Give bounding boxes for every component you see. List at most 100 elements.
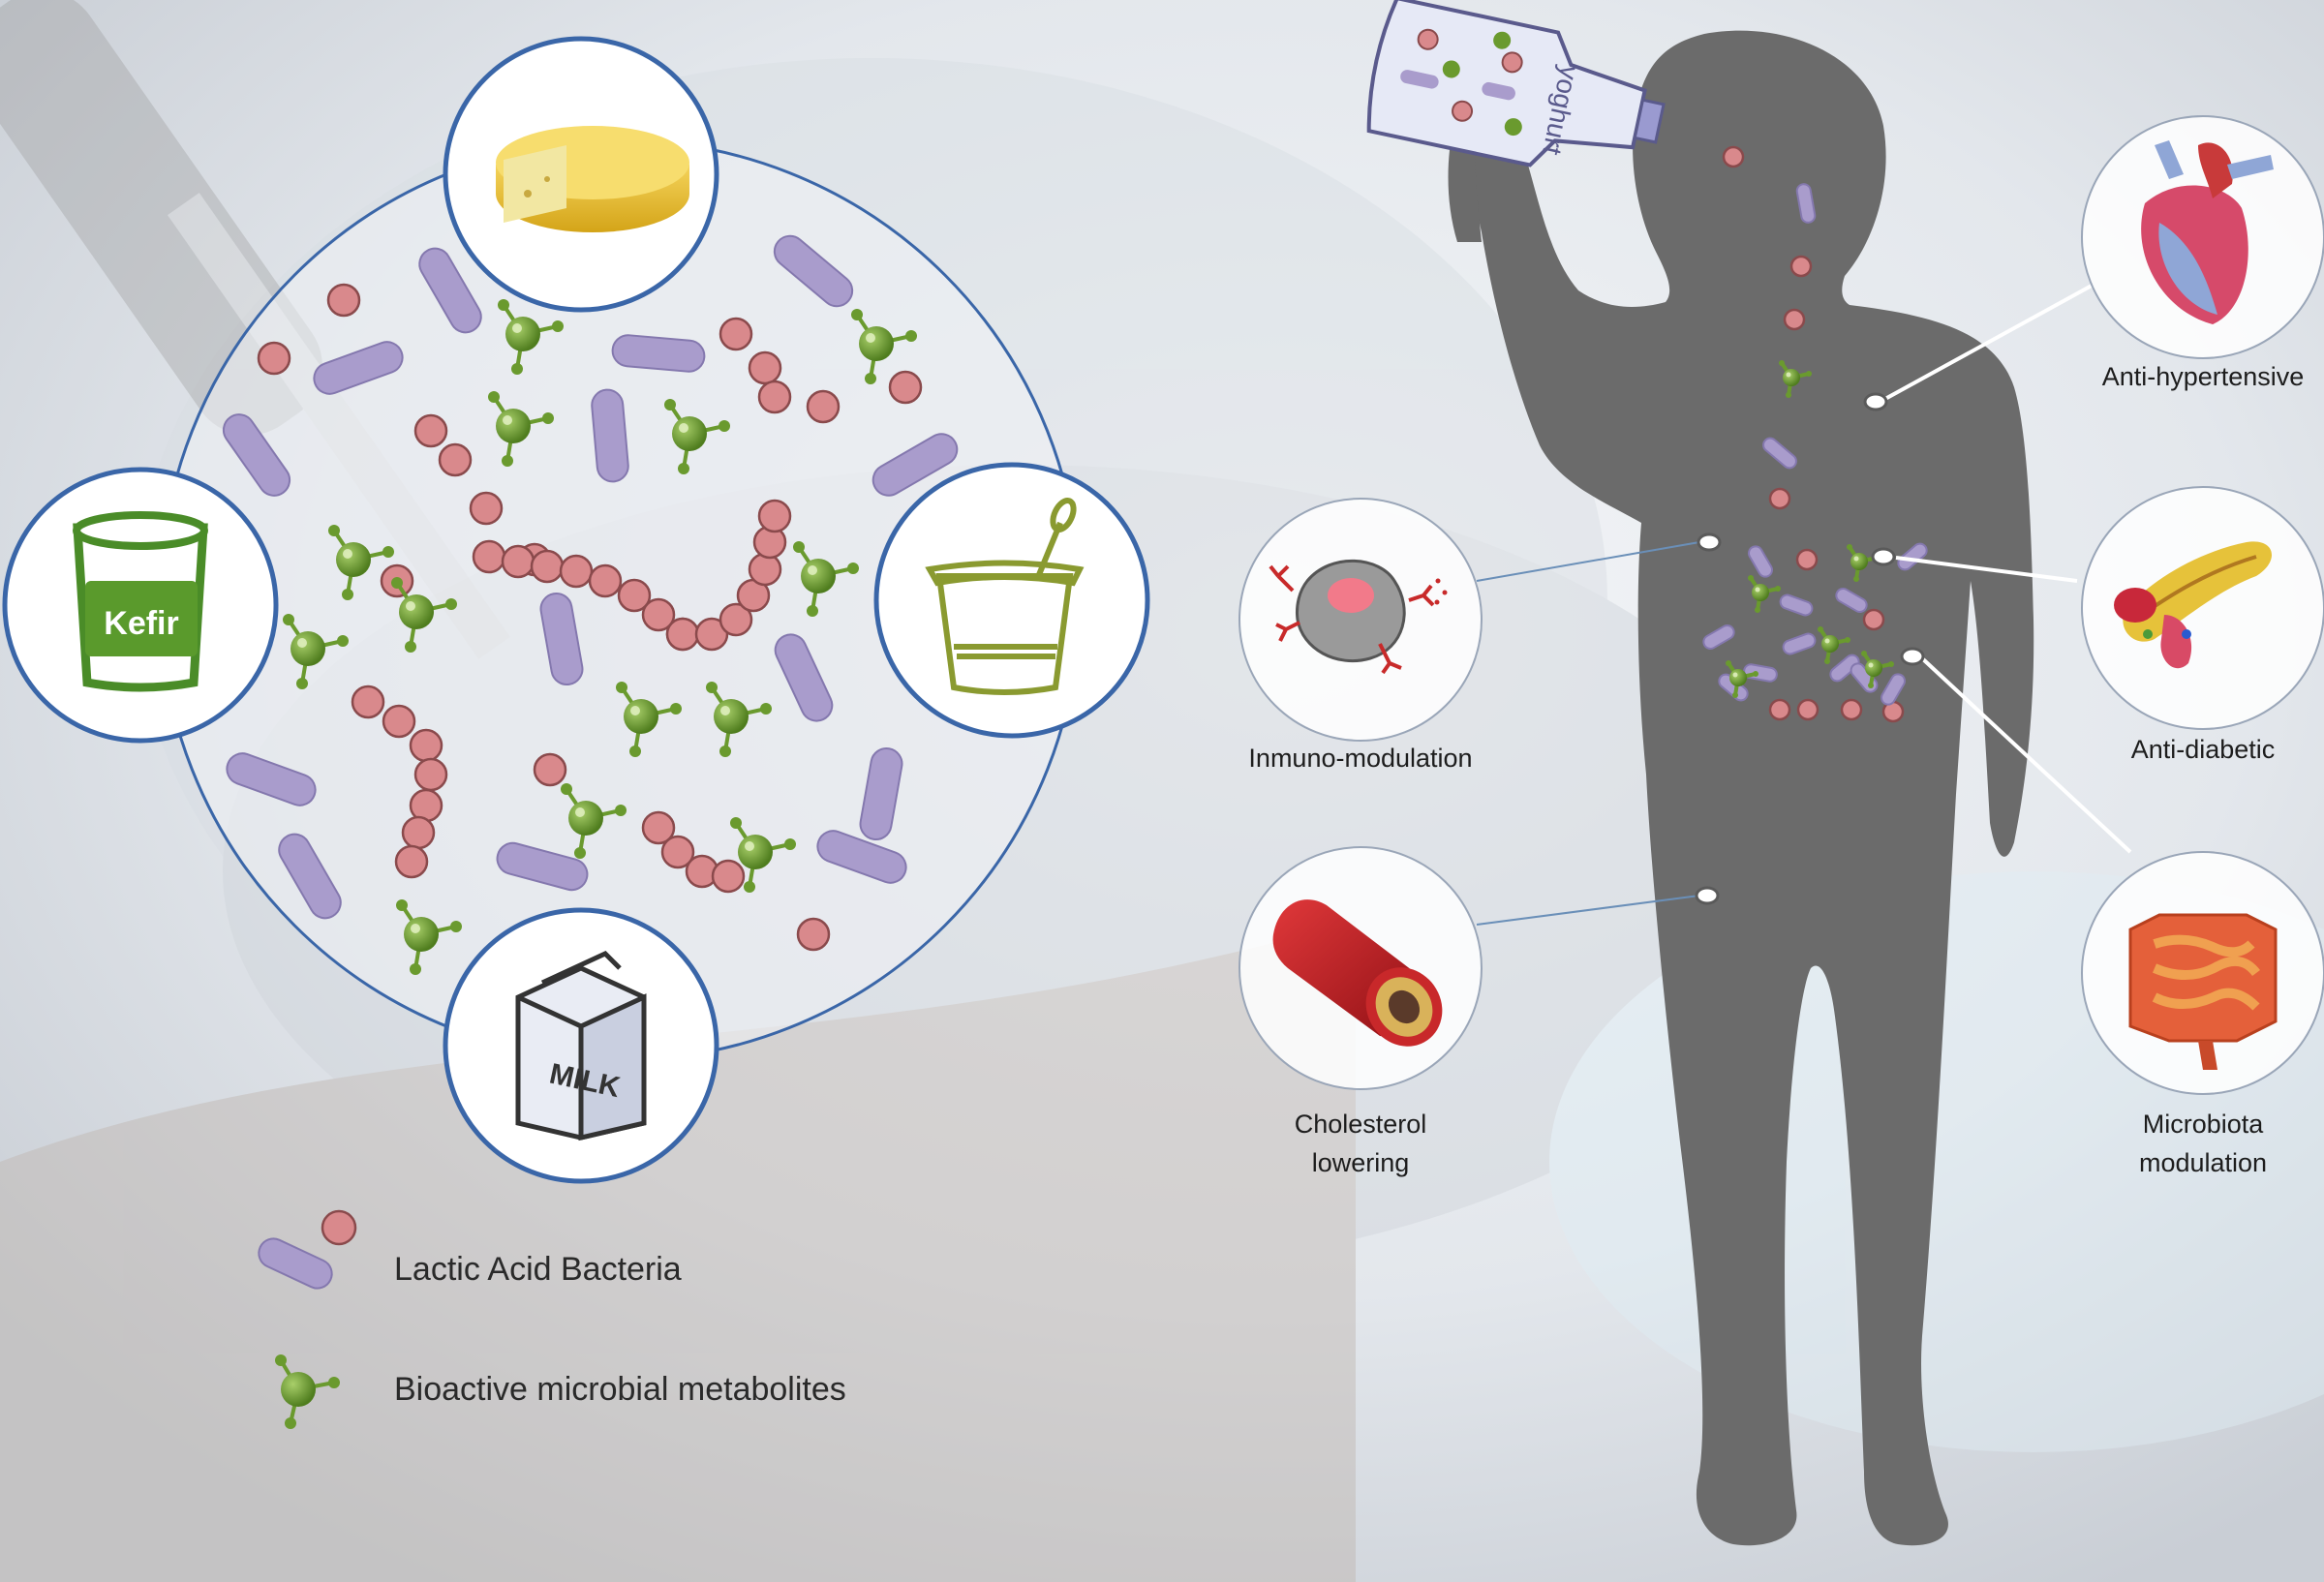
immuno-label: Inmuno-modulation [1248,744,1472,773]
cholesterol-label-line1: Cholesterol [1295,1110,1427,1139]
milk-circle: MILK [443,907,719,1184]
rod-bacterium [591,388,629,483]
coccus-bacterium [413,413,448,448]
body-particles [1702,145,1928,723]
immune-cell-icon [1269,559,1448,675]
anti-diabetic-item: Anti-diabetic [2081,486,2324,764]
coccus-bacterium [469,491,504,526]
coccus-bacterium [1789,255,1813,278]
rod-bacterium [539,592,584,686]
coccus-bacterium [501,544,535,579]
heart-icon [2141,140,2274,324]
culture-particles [222,234,959,975]
rod-bacterium [1782,632,1817,655]
yogurt-circle [873,462,1150,739]
microbiota-label-line1: Microbiota [2143,1110,2265,1139]
coccus-bacterium [748,552,782,587]
coccus-bacterium [694,617,729,652]
coccus-bacterium [806,389,841,424]
anti-diabetic-label: Anti-diabetic [2131,735,2276,764]
metabolite-molecule [616,682,682,757]
rod-bacterium [1762,437,1797,470]
coccus-bacterium [757,380,792,414]
coccus-bacterium [1795,548,1819,571]
coccus-bacterium [533,752,567,787]
rod-bacterium [1779,593,1814,617]
coccus-bacterium [472,539,506,574]
rod-bacterium [1835,588,1868,613]
microbiota-label-line2: modulation [2139,1148,2267,1177]
coccus-bacterium [660,835,695,869]
coccus-bacterium [641,597,676,632]
metabolite-molecule [328,525,394,600]
connector-dots [1695,392,1925,905]
rod-bacterium [611,334,706,373]
yoghurt-bottle: yoghurt [1366,0,1666,167]
metabolite-molecule [391,577,457,653]
coccus-bacterium [559,554,594,589]
metabolite-molecule [793,541,859,617]
cholesterol-label-line2: lowering [1312,1148,1410,1177]
immuno-item: Inmuno-modulation [1238,498,1483,773]
coccus-bacterium [413,757,448,792]
anti-hypertensive-item: Anti-hypertensive [2081,115,2324,391]
metabolite-molecule [561,783,627,859]
rod-bacterium [816,830,907,884]
coccus-bacterium [641,810,676,845]
metabolite-molecule [1748,575,1781,613]
coccus-bacterium [409,728,443,763]
kefir-circle: Kefir [2,467,279,744]
coccus-bacterium [711,859,746,894]
coccus-bacterium [1840,698,1863,721]
coccus-bacterium [351,685,385,719]
rod-bacterium [1795,183,1817,224]
metabolite-molecule [1818,626,1850,664]
coccus-bacterium [1768,487,1791,510]
metabolite-molecule [1861,651,1894,688]
rod-bacterium [313,341,404,395]
coccus-bacterium [382,704,416,739]
coccus-bacterium [1862,608,1885,631]
kefir-label: Kefir [104,605,178,642]
connector-lines [1476,284,2132,926]
metabolite-molecule [1726,660,1758,698]
rod-bacterium [496,841,589,892]
metabolite-molecule [1779,360,1812,398]
rod-bacterium [1702,624,1735,650]
coccus-bacterium [1796,698,1819,721]
coccus-bacterium [617,578,652,613]
coccus-bacterium [719,602,753,637]
coccus-bacterium [438,442,473,477]
milk-carton-icon: MILK [515,950,647,1141]
metabolite-molecule [488,391,554,467]
metabolite-molecule [498,299,564,375]
metabolite-molecule [851,309,917,384]
legend: Lactic Acid Bacteria Bioactive microbial… [258,1209,846,1429]
rod-bacterium [226,752,317,806]
rod-bacterium [1829,654,1860,683]
intestine-icon [2128,913,2278,1070]
coccus-bacterium [257,341,291,376]
pancreas-icon [2114,541,2273,669]
metabolite-molecule [730,817,796,893]
yogurt-cup-icon [925,498,1085,695]
coccus-bacterium [588,563,623,598]
rod-bacterium [1881,673,1906,706]
coccus-bacterium [394,844,429,879]
legend-bacteria-label: Lactic Acid Bacteria [394,1251,682,1288]
coccus-bacterium [401,815,436,850]
rod-bacterium [278,833,342,920]
coccus-bacterium [1722,145,1745,168]
rod-bacterium [1743,663,1778,683]
legend-bacteria-icon [258,1209,357,1290]
rod-bacterium [418,247,482,334]
anti-hypertensive-label: Anti-hypertensive [2102,362,2305,391]
metabolite-molecule [706,682,772,757]
legend-metabolite-label: Bioactive microbial metabolites [394,1371,846,1408]
coccus-bacterium [1783,308,1806,331]
metabolite-molecule [283,614,349,689]
artery-icon [1272,899,1443,1047]
rod-bacterium [859,746,903,841]
rod-bacterium [774,633,834,722]
